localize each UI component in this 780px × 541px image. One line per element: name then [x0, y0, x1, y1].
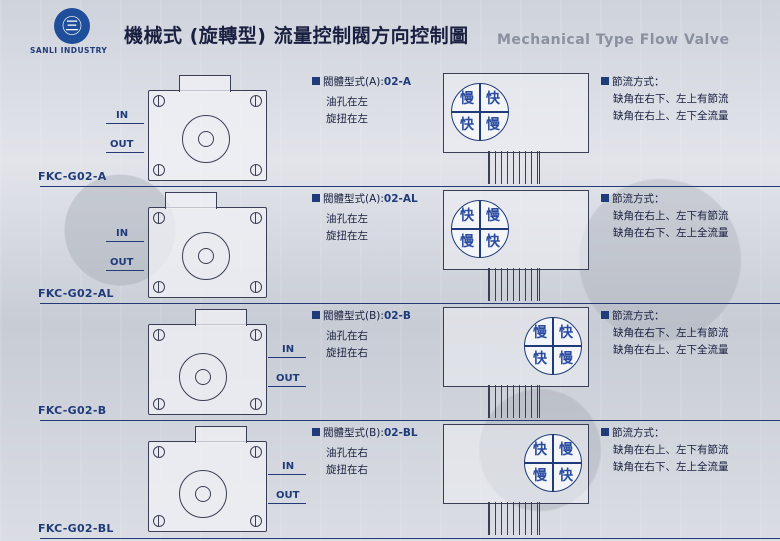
in-port-label: IN — [106, 110, 144, 124]
bolt-icon — [153, 398, 165, 410]
dial-quadrant-top-left: 快 — [460, 208, 474, 224]
throttle-method: 節流方式： 缺角在右上、左下有節流 缺角在右下、左上全流量 — [601, 191, 729, 242]
bolt-icon — [250, 329, 262, 341]
dial-quadrant-top-left: 慢 — [460, 91, 474, 107]
throttle-method: 節流方式： 缺角在右下、左上有節流 缺角在右上、左下全流量 — [601, 74, 729, 125]
valve-stem — [488, 502, 540, 535]
bolt-icon — [153, 95, 165, 107]
section-fkc-g02-al: IN OUT 閥體型式(A):02-AL 油孔在左旋扭在左 快 慢 慢 快 節流… — [0, 187, 780, 304]
section-divider — [40, 186, 780, 187]
dial-quadrant-top-right: 快 — [559, 325, 573, 341]
position-description: 油孔在右旋扭在右 — [326, 447, 368, 476]
valve-stem — [488, 385, 540, 418]
bolt-icon — [250, 212, 262, 224]
model-number: FKC-G02-B — [38, 404, 107, 417]
dial-quadrant-bottom-left: 快 — [460, 117, 474, 133]
dial-quadrant-top-right: 慢 — [486, 208, 500, 224]
bolt-icon — [250, 95, 262, 107]
valve-plate-drawing — [148, 192, 267, 298]
dial-quadrant-top-right: 快 — [486, 91, 500, 107]
header: ㊂ SANLI INDUSTRY 機械式 (旋轉型) 流量控制閥方向控制圖 Me… — [0, 0, 780, 68]
out-port-label: OUT — [268, 490, 306, 504]
bolt-icon — [153, 164, 165, 176]
out-port-label: OUT — [106, 139, 144, 153]
dial-quadrant-top-right: 慢 — [559, 442, 573, 458]
bolt-icon — [153, 446, 165, 458]
valve-stem — [488, 151, 540, 184]
bolt-icon — [250, 281, 262, 293]
in-port-label: IN — [268, 461, 306, 475]
model-number: FKC-G02-BL — [38, 522, 114, 535]
bolt-icon — [153, 281, 165, 293]
in-port-label: IN — [106, 228, 144, 242]
section-fkc-g02-b: IN OUT 閥體型式(B):02-B 油孔在右旋扭在右 慢 快 快 慢 節流方… — [0, 304, 780, 421]
bolt-icon — [250, 164, 262, 176]
section-fkc-g02-bl: IN OUT 閥體型式(B):02-BL 油孔在右旋扭在右 快 慢 慢 快 節流… — [0, 421, 780, 539]
dial-quadrant-bottom-left: 快 — [533, 351, 547, 367]
sanli-logo-icon: ㊂ — [54, 8, 90, 44]
speed-dial: 快 慢 慢 快 — [524, 434, 582, 492]
valve-plate-drawing — [148, 426, 267, 532]
position-description: 油孔在左旋扭在左 — [326, 213, 368, 242]
plate-tab — [195, 426, 247, 443]
speed-dial: 慢 快 快 慢 — [451, 83, 509, 141]
plate-tab — [165, 192, 217, 209]
section-fkc-g02-a: IN OUT 閥體型式(A):02-A 油孔在左旋扭在左 慢 快 快 慢 節流方… — [0, 70, 780, 187]
bolt-icon — [153, 212, 165, 224]
valve-type: 閥體型式(A):02-A — [312, 74, 411, 89]
dial-quadrant-bottom-right: 慢 — [486, 117, 500, 133]
valve-stem — [488, 268, 540, 301]
speed-dial: 快 慢 慢 快 — [451, 200, 509, 258]
dial-quadrant-bottom-right: 慢 — [559, 351, 573, 367]
valve-plate-drawing — [148, 75, 267, 181]
company-name: SANLI INDUSTRY — [30, 46, 108, 55]
bolt-icon — [153, 329, 165, 341]
dial-quadrant-bottom-left: 慢 — [460, 234, 474, 250]
dial-quadrant-top-left: 慢 — [533, 325, 547, 341]
rotary-knob-icon — [179, 470, 227, 518]
bolt-icon — [250, 515, 262, 527]
valve-type: 閥體型式(A):02-AL — [312, 191, 418, 206]
dial-quadrant-bottom-right: 快 — [559, 468, 573, 484]
bolt-icon — [153, 515, 165, 527]
valve-plate-drawing — [148, 309, 267, 415]
rotary-knob-icon — [179, 353, 227, 401]
plate-tab — [179, 75, 231, 92]
page-title: 機械式 (旋轉型) 流量控制閥方向控制圖 — [124, 25, 469, 47]
plate-tab — [195, 309, 247, 326]
rotary-knob-icon — [182, 232, 230, 280]
model-number: FKC-G02-A — [38, 170, 107, 183]
section-divider — [40, 538, 780, 539]
valve-type: 閥體型式(B):02-B — [312, 308, 411, 323]
valve-type: 閥體型式(B):02-BL — [312, 425, 418, 440]
section-divider — [40, 303, 780, 304]
model-number: FKC-G02-AL — [38, 287, 114, 300]
position-description: 油孔在左旋扭在左 — [326, 96, 368, 125]
throttle-method: 節流方式： 缺角在右下、左上有節流 缺角在右上、左下全流量 — [601, 308, 729, 359]
page-subtitle: Mechanical Type Flow Valve — [497, 32, 730, 48]
bolt-icon — [250, 446, 262, 458]
dial-quadrant-top-left: 快 — [533, 442, 547, 458]
position-description: 油孔在右旋扭在右 — [326, 330, 368, 359]
dial-quadrant-bottom-left: 慢 — [533, 468, 547, 484]
out-port-label: OUT — [106, 257, 144, 271]
speed-dial: 慢 快 快 慢 — [524, 317, 582, 375]
section-divider — [40, 420, 780, 421]
bolt-icon — [250, 398, 262, 410]
rotary-knob-icon — [182, 115, 230, 163]
dial-quadrant-bottom-right: 快 — [486, 234, 500, 250]
throttle-method: 節流方式： 缺角在右上、左下有節流 缺角在右下、左上全流量 — [601, 425, 729, 476]
in-port-label: IN — [268, 344, 306, 358]
out-port-label: OUT — [268, 373, 306, 387]
